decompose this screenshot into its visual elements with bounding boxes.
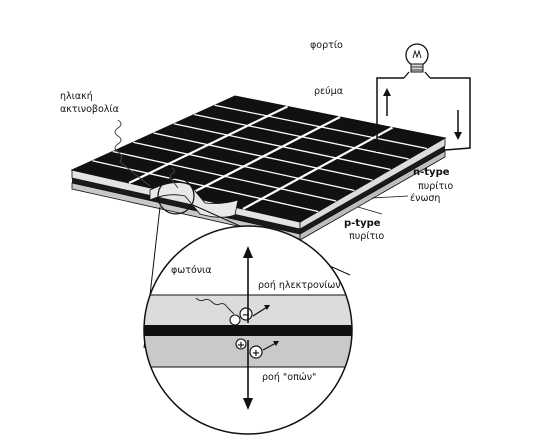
cell-column-gap [242,126,394,210]
hole-icon [235,338,247,350]
hole-sign-2: + [252,348,260,359]
p-type-label: p-type [344,218,381,229]
external-circuit [376,43,471,152]
electron-icon [239,307,253,321]
cell-column-gap [185,116,341,197]
p-silicon-label: πυρίτιο [349,231,384,242]
circuit-wire-return [430,77,471,151]
hole-flow-label: ροή "οπών" [262,372,316,383]
solar-radiation-label-line1: ηλιακή [60,91,93,102]
detail-source-circle [157,177,195,215]
n-type-leader [387,169,413,183]
lightbulb-icon [403,43,431,79]
junction-leader [371,195,409,199]
magnified-junction-view [143,225,353,435]
load-label: φορτίο [310,40,343,51]
electron-flow-arrowhead [243,246,253,258]
electron-flow-label: ροή ηλεκτρονίων [258,280,341,291]
solar-radiation-label-line2: ακτινοβολία [60,104,119,115]
panel-front-edge-dark [72,178,300,234]
hole-motion-arrow [262,342,277,351]
n-silicon-label: πυρίτιο [418,181,453,192]
current-up-arrowhead [383,88,391,96]
p-type-leader [357,206,383,215]
n-type-label: n-type [413,167,450,178]
panel-side-edge-dark [300,146,445,234]
electron-icon-2 [229,314,241,326]
electron-sign: − [242,310,250,321]
panel-cell-grid [92,104,428,213]
junction-label: ένωση [410,193,440,204]
cell-column-gap [128,105,288,184]
zoom-circle-border [143,225,353,435]
hole-icon-2 [249,345,263,359]
circuit-wire [376,77,404,152]
photons-label: φωτόνια [171,265,212,276]
hole-sign: + [237,340,245,351]
electron-motion-arrow [252,306,268,317]
current-down-arrowhead [454,132,462,140]
panel-side-edge-bottom [299,150,446,241]
current-label: ρεύμα [314,86,343,97]
solar-radiation-ray-icon [114,119,151,187]
junction-band [144,325,352,336]
hole-flow-arrowhead [243,398,253,410]
photon-ray-icon [195,297,235,315]
